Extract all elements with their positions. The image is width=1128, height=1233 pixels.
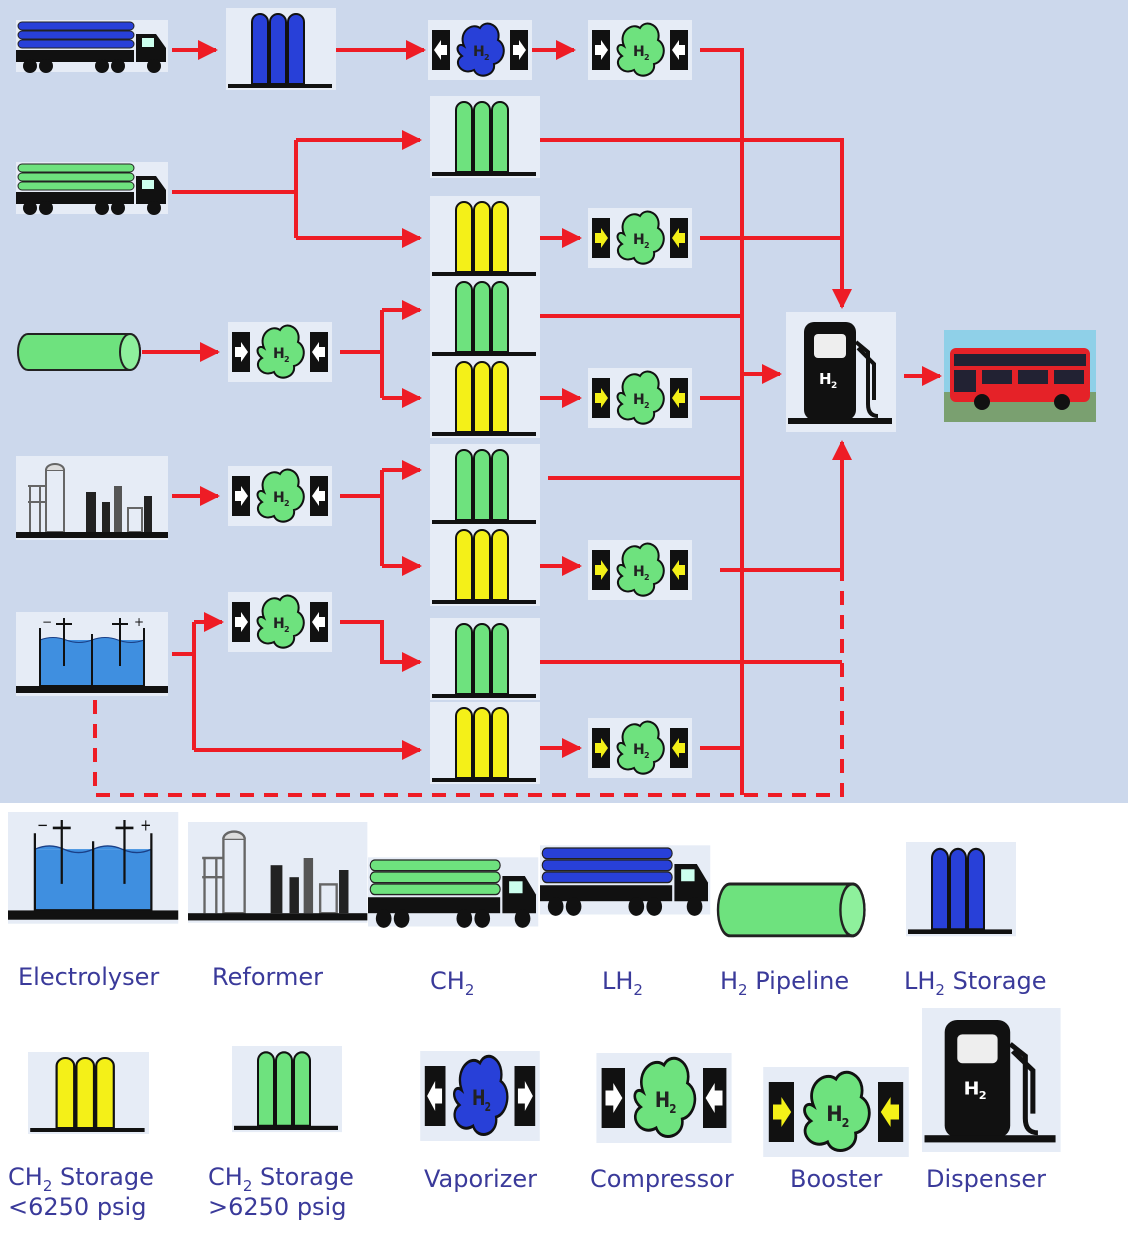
legend-dispenser-icon bbox=[922, 1008, 1061, 1152]
legend-label-ch2-storage-high: CH2 Storage>6250 psig bbox=[208, 1162, 354, 1222]
ch2-storage-low-tank-icon bbox=[430, 524, 540, 606]
legend-label-compressor: Compressor bbox=[590, 1164, 734, 1194]
ch2-storage-low-tank-icon bbox=[430, 702, 540, 784]
compressor-icon bbox=[228, 322, 332, 382]
ch2-storage-low-tank-icon bbox=[430, 196, 540, 278]
vaporizer-icon bbox=[428, 20, 532, 80]
legend-label-ch2-storage-low: CH2 Storage<6250 psig bbox=[8, 1162, 154, 1222]
legend-booster-icon bbox=[763, 1067, 909, 1157]
lh2-truck-icon bbox=[16, 20, 168, 73]
ch2-storage-high-tank-icon bbox=[430, 444, 540, 526]
booster-icon bbox=[588, 540, 692, 600]
legend-label-lh2-storage: LH2 Storage bbox=[904, 966, 1047, 996]
lh2-storage-tank-icon bbox=[226, 8, 336, 90]
booster-icon bbox=[588, 208, 692, 268]
compressor-icon bbox=[588, 20, 692, 80]
legend-compressor-icon bbox=[596, 1053, 731, 1143]
legend-label-reformer: Reformer bbox=[212, 962, 323, 992]
legend-electrolyser-icon bbox=[8, 812, 178, 924]
electrolyser-icon bbox=[16, 612, 168, 696]
reformer-icon bbox=[16, 456, 168, 540]
booster-icon bbox=[588, 368, 692, 428]
legend-label-lh2: LH2 bbox=[602, 966, 643, 996]
dispenser-icon bbox=[786, 312, 896, 432]
ch2-storage-low-tank-icon bbox=[430, 356, 540, 438]
legend-label-booster: Booster bbox=[790, 1164, 882, 1194]
legend-label-electrolyser: Electrolyser bbox=[18, 962, 159, 992]
legend-label-pipeline: H2 Pipeline bbox=[720, 966, 849, 996]
legend-label-dispenser: Dispenser bbox=[926, 1164, 1046, 1194]
ch2-truck-icon bbox=[16, 162, 168, 215]
ch2-storage-high-tank-icon bbox=[430, 618, 540, 700]
bus-icon bbox=[944, 330, 1096, 422]
booster-icon bbox=[588, 718, 692, 778]
ch2-storage-high-tank-icon bbox=[430, 96, 540, 178]
legend-ch2-storage-low-icon bbox=[28, 1052, 149, 1134]
legend-label-ch2: CH2 bbox=[430, 966, 474, 996]
compressor-icon bbox=[228, 466, 332, 526]
legend-reformer-icon bbox=[188, 822, 367, 923]
ch2-storage-high-tank-icon bbox=[430, 276, 540, 358]
legend-ch2-storage-high-icon bbox=[232, 1046, 342, 1132]
pipeline-icon bbox=[18, 334, 140, 370]
legend-lh2-truck-icon bbox=[540, 845, 710, 915]
legend-label-vaporizer: Vaporizer bbox=[424, 1164, 537, 1194]
legend-vaporizer-icon bbox=[420, 1051, 540, 1141]
compressor-icon bbox=[228, 592, 332, 652]
legend-pipeline-icon bbox=[718, 884, 864, 936]
legend-lh2-storage-icon bbox=[906, 842, 1016, 936]
legend-ch2-truck-icon bbox=[368, 857, 538, 927]
